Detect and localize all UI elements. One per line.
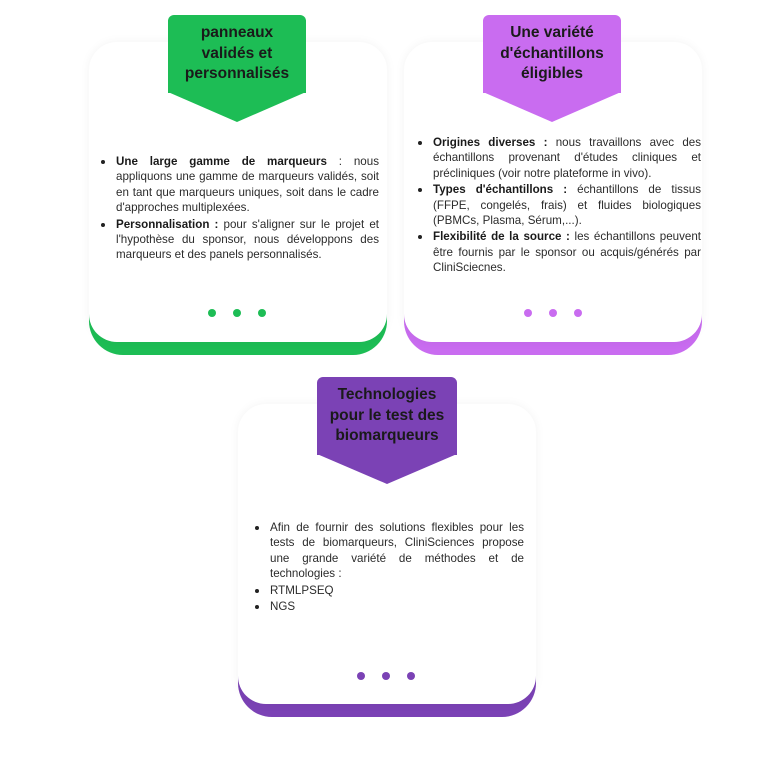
list-item: Types d'échantillons : échantillons de t… [415, 182, 701, 228]
list-item: NGS [252, 599, 524, 614]
pagination-dot[interactable] [549, 309, 557, 317]
card-panels-title: panneaux validés et personnalisés [168, 15, 306, 93]
pagination-dot[interactable] [382, 672, 390, 680]
list-item: RTMLPSEQ [252, 583, 524, 598]
card-samples-body: Origines diverses : nous travaillons ave… [415, 135, 701, 277]
list-item: Flexibilité de la source : les échantill… [415, 229, 701, 275]
card-samples-dots[interactable] [524, 309, 582, 317]
pagination-dot[interactable] [357, 672, 365, 680]
pagination-dot[interactable] [524, 309, 532, 317]
card-panels-dots[interactable] [208, 309, 266, 317]
card-technologies-title: Technologies pour le test des biomarqueu… [317, 377, 457, 455]
pagination-dot[interactable] [233, 309, 241, 317]
card-technologies-body: Afin de fournir des solutions flexibles … [252, 520, 524, 615]
list-item: Personnalisation : pour s'aligner sur le… [98, 217, 379, 263]
card-technologies-dots[interactable] [357, 672, 415, 680]
card-technologies-title-arrow [317, 454, 457, 484]
pagination-dot[interactable] [258, 309, 266, 317]
list-item: Origines diverses : nous travaillons ave… [415, 135, 701, 181]
card-samples-title-arrow [483, 92, 621, 122]
card-samples-title: Une variété d'échantillons éligibles [483, 15, 621, 93]
card-panels-title-arrow [168, 92, 306, 122]
pagination-dot[interactable] [208, 309, 216, 317]
card-panels-body: Une large gamme de marqueurs : nous appl… [98, 154, 379, 264]
list-item: Afin de fournir des solutions flexibles … [252, 520, 524, 582]
pagination-dot[interactable] [574, 309, 582, 317]
list-item: Une large gamme de marqueurs : nous appl… [98, 154, 379, 216]
pagination-dot[interactable] [407, 672, 415, 680]
